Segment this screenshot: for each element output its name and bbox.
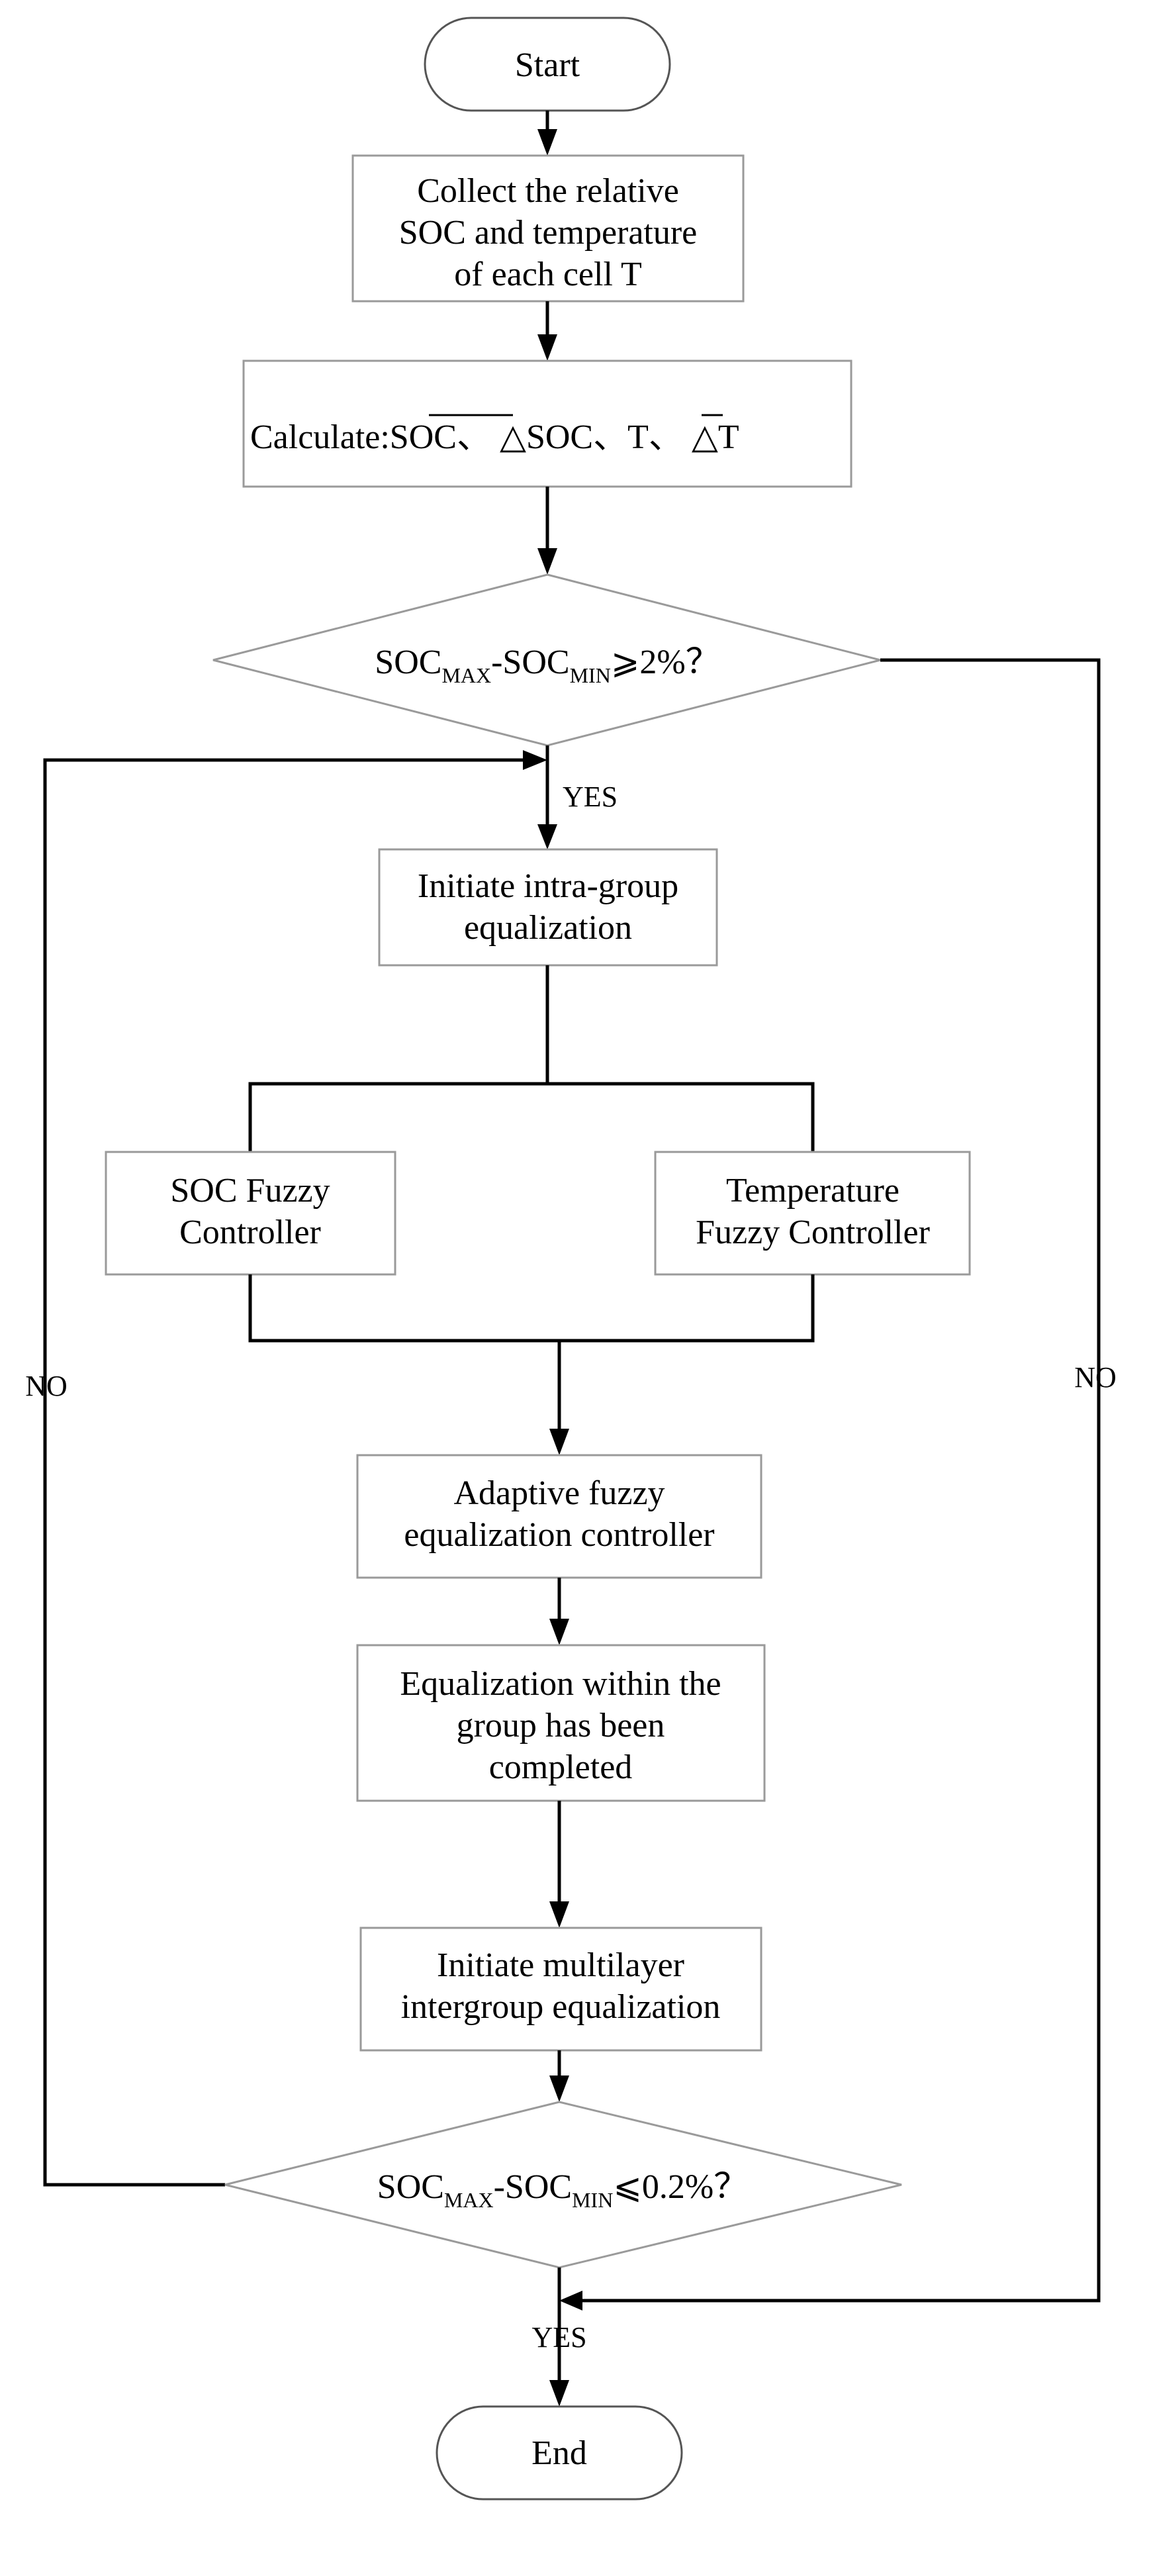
delta-soc: △SOC (500, 418, 593, 456)
calculate-box: Calculate:SOC、 △SOC、T、 △T (242, 359, 852, 488)
calculate-formula: Calculate:SOC、 △SOC、T、 △T (250, 418, 739, 456)
edge-decision2-yes: YES (531, 2267, 587, 2407)
collect-line-1: Collect the relative (417, 172, 679, 210)
edge-calculate-decision1 (537, 487, 557, 575)
intergroup-line-1: Initiate multilayer (437, 1946, 684, 1984)
decision2-no-label: NO (25, 1370, 68, 1402)
soc-fuzzy-line-2: Controller (179, 1214, 321, 1251)
soc-average: SOC (390, 418, 457, 456)
temp-fuzzy-line-1: Temperature (726, 1172, 899, 1210)
edge-adaptive-completed (549, 1578, 569, 1645)
collect-line-3: of each cell T (454, 256, 641, 293)
collect-data-box: Collect the relative SOC and temperature… (351, 154, 745, 303)
start-terminal: Start (424, 17, 671, 112)
intra-group-box: Initiate intra-group equalization (378, 848, 718, 967)
completed-line-3: completed (489, 1748, 633, 1786)
intra-line-2: equalization (464, 909, 632, 947)
t-average: T (627, 418, 649, 456)
collect-line-2: SOC and temperature (399, 214, 698, 252)
decision1-yes-label: YES (563, 781, 618, 813)
decision-soc-spread-check: SOCMAX-SOCMIN⩾2%？ (212, 573, 881, 747)
separator-3: 、 (649, 418, 692, 456)
delta-t: △T (692, 418, 739, 456)
edge-start-collect (537, 111, 557, 156)
merge-connector (248, 1274, 815, 1455)
group-completed-box: Equalization within the group has been c… (356, 1644, 766, 1802)
decision1-condition: SOCMAX-SOCMIN⩾2%？ (375, 644, 719, 687)
adaptive-controller-box: Adaptive fuzzy equalization controller (356, 1454, 762, 1579)
intergroup-line-2: intergroup equalization (401, 1988, 721, 2026)
decision2-yes-label: YES (531, 2321, 586, 2354)
decision-soc-converged-check: SOCMAX-SOCMIN⩽0.2%？ (224, 2101, 902, 2269)
calculate-prefix: Calculate: (250, 418, 390, 456)
split-connector (248, 965, 815, 1152)
soc-fuzzy-line-1: SOC Fuzzy (170, 1172, 330, 1210)
soc-fuzzy-controller-box: SOC Fuzzy Controller (105, 1151, 396, 1276)
edge-decision1-yes: YES (537, 745, 618, 849)
adaptive-line-1: Adaptive fuzzy (453, 1474, 665, 1512)
edge-completed-intergroup (549, 1801, 569, 1928)
intra-line-1: Initiate intra-group (418, 867, 678, 905)
temperature-fuzzy-controller-box: Temperature Fuzzy Controller (654, 1151, 971, 1276)
edge-collect-calculate (537, 301, 557, 361)
separator-1: 、 (457, 418, 500, 456)
decision2-condition: SOCMAX-SOCMIN⩽0.2%？ (377, 2168, 748, 2212)
decision1-no-label: NO (1074, 1361, 1117, 1394)
edge-decision1-no: NO (559, 658, 1117, 2311)
temp-fuzzy-line-2: Fuzzy Controller (696, 1214, 930, 1251)
completed-line-1: Equalization within the (400, 1665, 721, 1703)
completed-line-2: group has been (457, 1707, 665, 1744)
edge-decision2-no: NO (25, 750, 547, 2187)
end-label: End (531, 2434, 587, 2472)
edge-intergroup-decision2 (549, 2050, 569, 2102)
start-label: Start (515, 46, 580, 84)
separator-2: 、 (593, 418, 627, 456)
intergroup-equalization-box: Initiate multilayer intergroup equalizat… (359, 1927, 762, 2052)
end-terminal: End (436, 2405, 683, 2501)
adaptive-line-2: equalization controller (404, 1516, 714, 1554)
